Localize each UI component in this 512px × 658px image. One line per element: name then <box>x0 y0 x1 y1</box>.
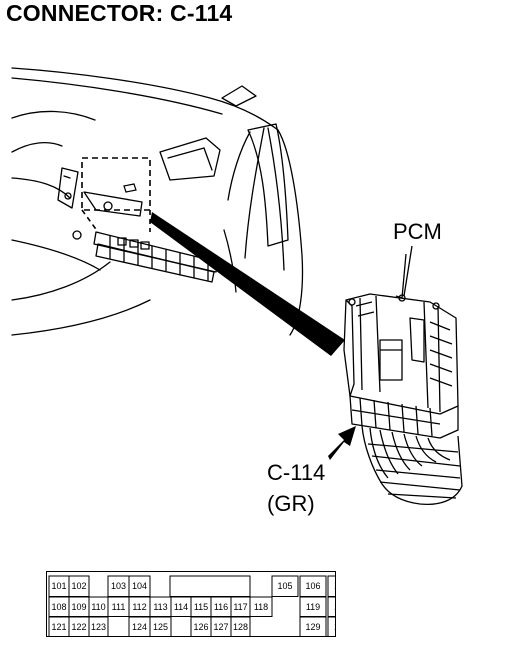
connector-pinout: 101 102 103 104 105 106 107 108 109 110 111 112 113 1… <box>46 571 336 637</box>
pin-number: 102 <box>71 581 86 591</box>
pin-number: 109 <box>71 602 86 612</box>
pin-number: 125 <box>153 622 168 632</box>
pin-number: 116 <box>214 602 228 612</box>
pin-number: 128 <box>233 622 248 632</box>
pcm-module <box>343 253 463 506</box>
pin-cell <box>327 575 336 597</box>
connector-arrow <box>328 426 356 460</box>
pin-cell <box>299 616 327 637</box>
page-title: CONNECTOR: C-114 <box>6 0 233 26</box>
pin-number: 111 <box>112 602 126 612</box>
pcm-label: PCM <box>393 219 442 244</box>
connector-color-label: (GR) <box>267 491 315 516</box>
vehicle-illustration <box>11 67 463 506</box>
pin-number: 117 <box>233 602 247 612</box>
pin-number: 123 <box>91 622 106 632</box>
pin-number: 112 <box>132 602 146 612</box>
pin-number: 121 <box>51 622 66 632</box>
pin-number: 103 <box>111 581 126 591</box>
pin-number: 106 <box>305 581 320 591</box>
pin-number: 118 <box>254 602 268 612</box>
pointer-beam <box>150 212 345 356</box>
pin-cell <box>271 575 299 597</box>
pin-number: 115 <box>194 602 208 612</box>
pin-number: 126 <box>193 622 208 632</box>
pin-number: 110 <box>91 602 105 612</box>
pin-number: 113 <box>153 602 167 612</box>
pin-cell <box>230 616 251 637</box>
pin-cell <box>249 596 273 617</box>
pin-number: 129 <box>305 622 320 632</box>
pin-cell <box>88 616 109 637</box>
pin-number: 124 <box>132 622 147 632</box>
pin-number: 108 <box>51 602 66 612</box>
pin-number: 127 <box>213 622 228 632</box>
pin-number: 104 <box>132 581 147 591</box>
pin-number: 130 <box>334 622 336 632</box>
connector-label: C-114 <box>267 460 326 485</box>
pin-cell <box>327 616 336 637</box>
location-callout-box <box>81 157 151 211</box>
pin-number: 119 <box>306 602 320 612</box>
pin-number: 122 <box>71 622 86 632</box>
pin-number: 114 <box>174 602 188 612</box>
pin-number: 105 <box>277 581 292 591</box>
pin-cell <box>149 616 172 637</box>
pin-number: 107 <box>334 581 336 591</box>
pin-cell <box>327 596 336 617</box>
pin-number: 101 <box>51 581 66 591</box>
pinout-blank-area <box>169 575 251 597</box>
pin-number: 120 <box>334 602 336 612</box>
